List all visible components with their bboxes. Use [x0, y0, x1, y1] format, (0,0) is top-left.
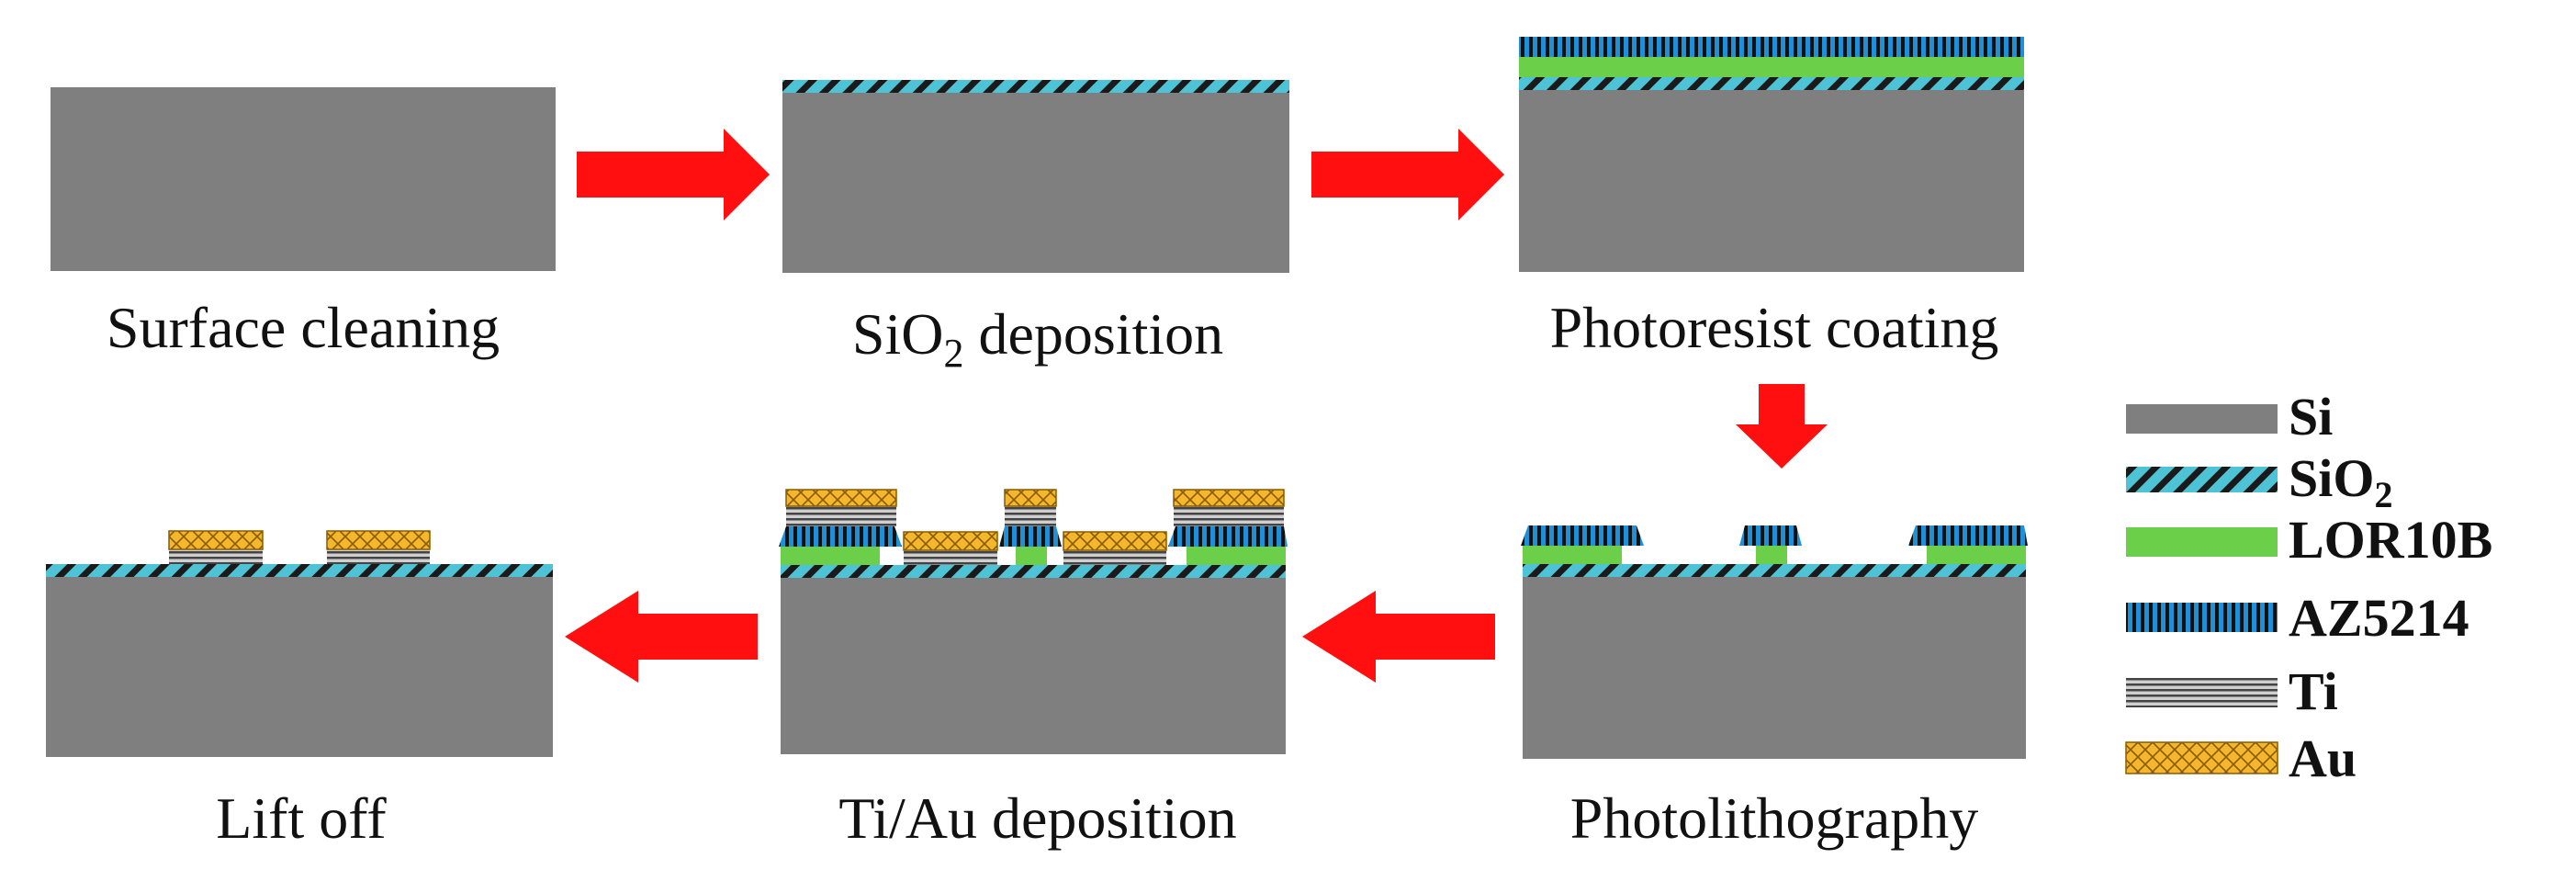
legend-label: AZ5214	[2289, 588, 2469, 648]
sio2-layer	[46, 564, 553, 577]
legend-item-az5214: AZ5214	[2126, 588, 2469, 648]
legend-swatch-au	[2125, 741, 2278, 774]
sio2-layer	[782, 80, 1289, 93]
arrow-right-icon	[577, 129, 770, 220]
step-sio2-deposition: SiO2 deposition	[782, 80, 1289, 376]
lor10b-island	[1016, 547, 1047, 565]
az5214-island	[1908, 525, 2028, 546]
lor10b-island	[781, 547, 880, 565]
legend-swatch-ti	[2126, 678, 2278, 707]
sio2-layer	[1523, 564, 2026, 577]
step-photolithography: Photolithography	[1521, 525, 2028, 851]
sio2-layer	[781, 565, 1286, 578]
arrow-left-icon	[1302, 591, 1495, 683]
arrow-down-icon	[1736, 384, 1828, 469]
legend-label: SiO2	[2289, 448, 2393, 515]
arrow-left-icon	[565, 591, 758, 683]
step-caption: Photolithography	[1570, 785, 1978, 851]
legend-item-sio2: SiO2	[2126, 448, 2393, 515]
ti-layer	[1063, 550, 1166, 565]
legend-item-au: Au	[2125, 729, 2357, 788]
legend-item-lor10b: LOR10B	[2126, 510, 2492, 570]
step-caption: Surface cleaning	[107, 295, 500, 360]
si-substrate	[1523, 577, 2026, 759]
au-layer	[1004, 489, 1057, 507]
lor10b-island	[1756, 546, 1787, 564]
legend-item-si: Si	[2126, 387, 2333, 446]
ti-layer	[904, 550, 997, 565]
au-layer	[168, 530, 264, 550]
legend-swatch-si	[2126, 404, 2278, 434]
az5214-island	[999, 526, 1062, 547]
step-ti-au-deposition: Ti/Au deposition	[779, 489, 1288, 851]
az5214-island	[1168, 526, 1288, 547]
legend-swatch-az5214	[2126, 603, 2278, 632]
step-surface-cleaning: Surface cleaning	[51, 87, 556, 360]
si-substrate	[51, 87, 556, 271]
ti-layer	[786, 506, 896, 526]
step-lift-off: Lift off	[46, 530, 553, 851]
legend-swatch-sio2	[2126, 467, 2278, 492]
az5214-island	[1739, 525, 1802, 546]
az5214-island	[779, 526, 902, 547]
legend: Si SiO2 LOR10B AZ5214 Ti Au	[2125, 387, 2492, 788]
si-substrate	[46, 577, 553, 757]
au-layer	[903, 531, 998, 551]
legend-item-ti: Ti	[2126, 661, 2338, 721]
legend-swatch-lor10b	[2126, 527, 2278, 557]
az5214-layer	[1519, 37, 2024, 57]
step-caption: Ti/Au deposition	[838, 785, 1236, 851]
lor10b-layer	[1519, 57, 2024, 77]
arrow-right-icon	[1311, 129, 1504, 220]
step-caption: Lift off	[216, 785, 387, 851]
au-layer	[1063, 531, 1167, 551]
step-caption: Photoresist coating	[1550, 295, 1999, 360]
lor10b-island	[1927, 546, 2026, 564]
lor10b-island	[1187, 547, 1286, 565]
lor10b-island	[1523, 546, 1622, 564]
legend-label: LOR10B	[2289, 510, 2492, 570]
ti-layer	[169, 549, 263, 564]
legend-label: Ti	[2289, 661, 2338, 721]
si-substrate	[781, 578, 1286, 754]
legend-label: Au	[2289, 729, 2357, 788]
legend-label: Si	[2289, 387, 2333, 446]
au-layer	[1173, 489, 1285, 507]
az5214-island	[1521, 525, 1644, 546]
ti-layer	[1005, 506, 1056, 526]
au-layer	[326, 530, 431, 550]
si-substrate	[1519, 90, 2024, 272]
au-layer	[785, 489, 897, 507]
sio2-layer	[1519, 77, 2024, 90]
step-caption: SiO2 deposition	[852, 301, 1223, 376]
ti-layer	[327, 549, 430, 564]
step-photoresist-coating: Photoresist coating	[1519, 37, 2024, 360]
si-substrate	[782, 93, 1289, 273]
ti-layer	[1174, 506, 1284, 526]
